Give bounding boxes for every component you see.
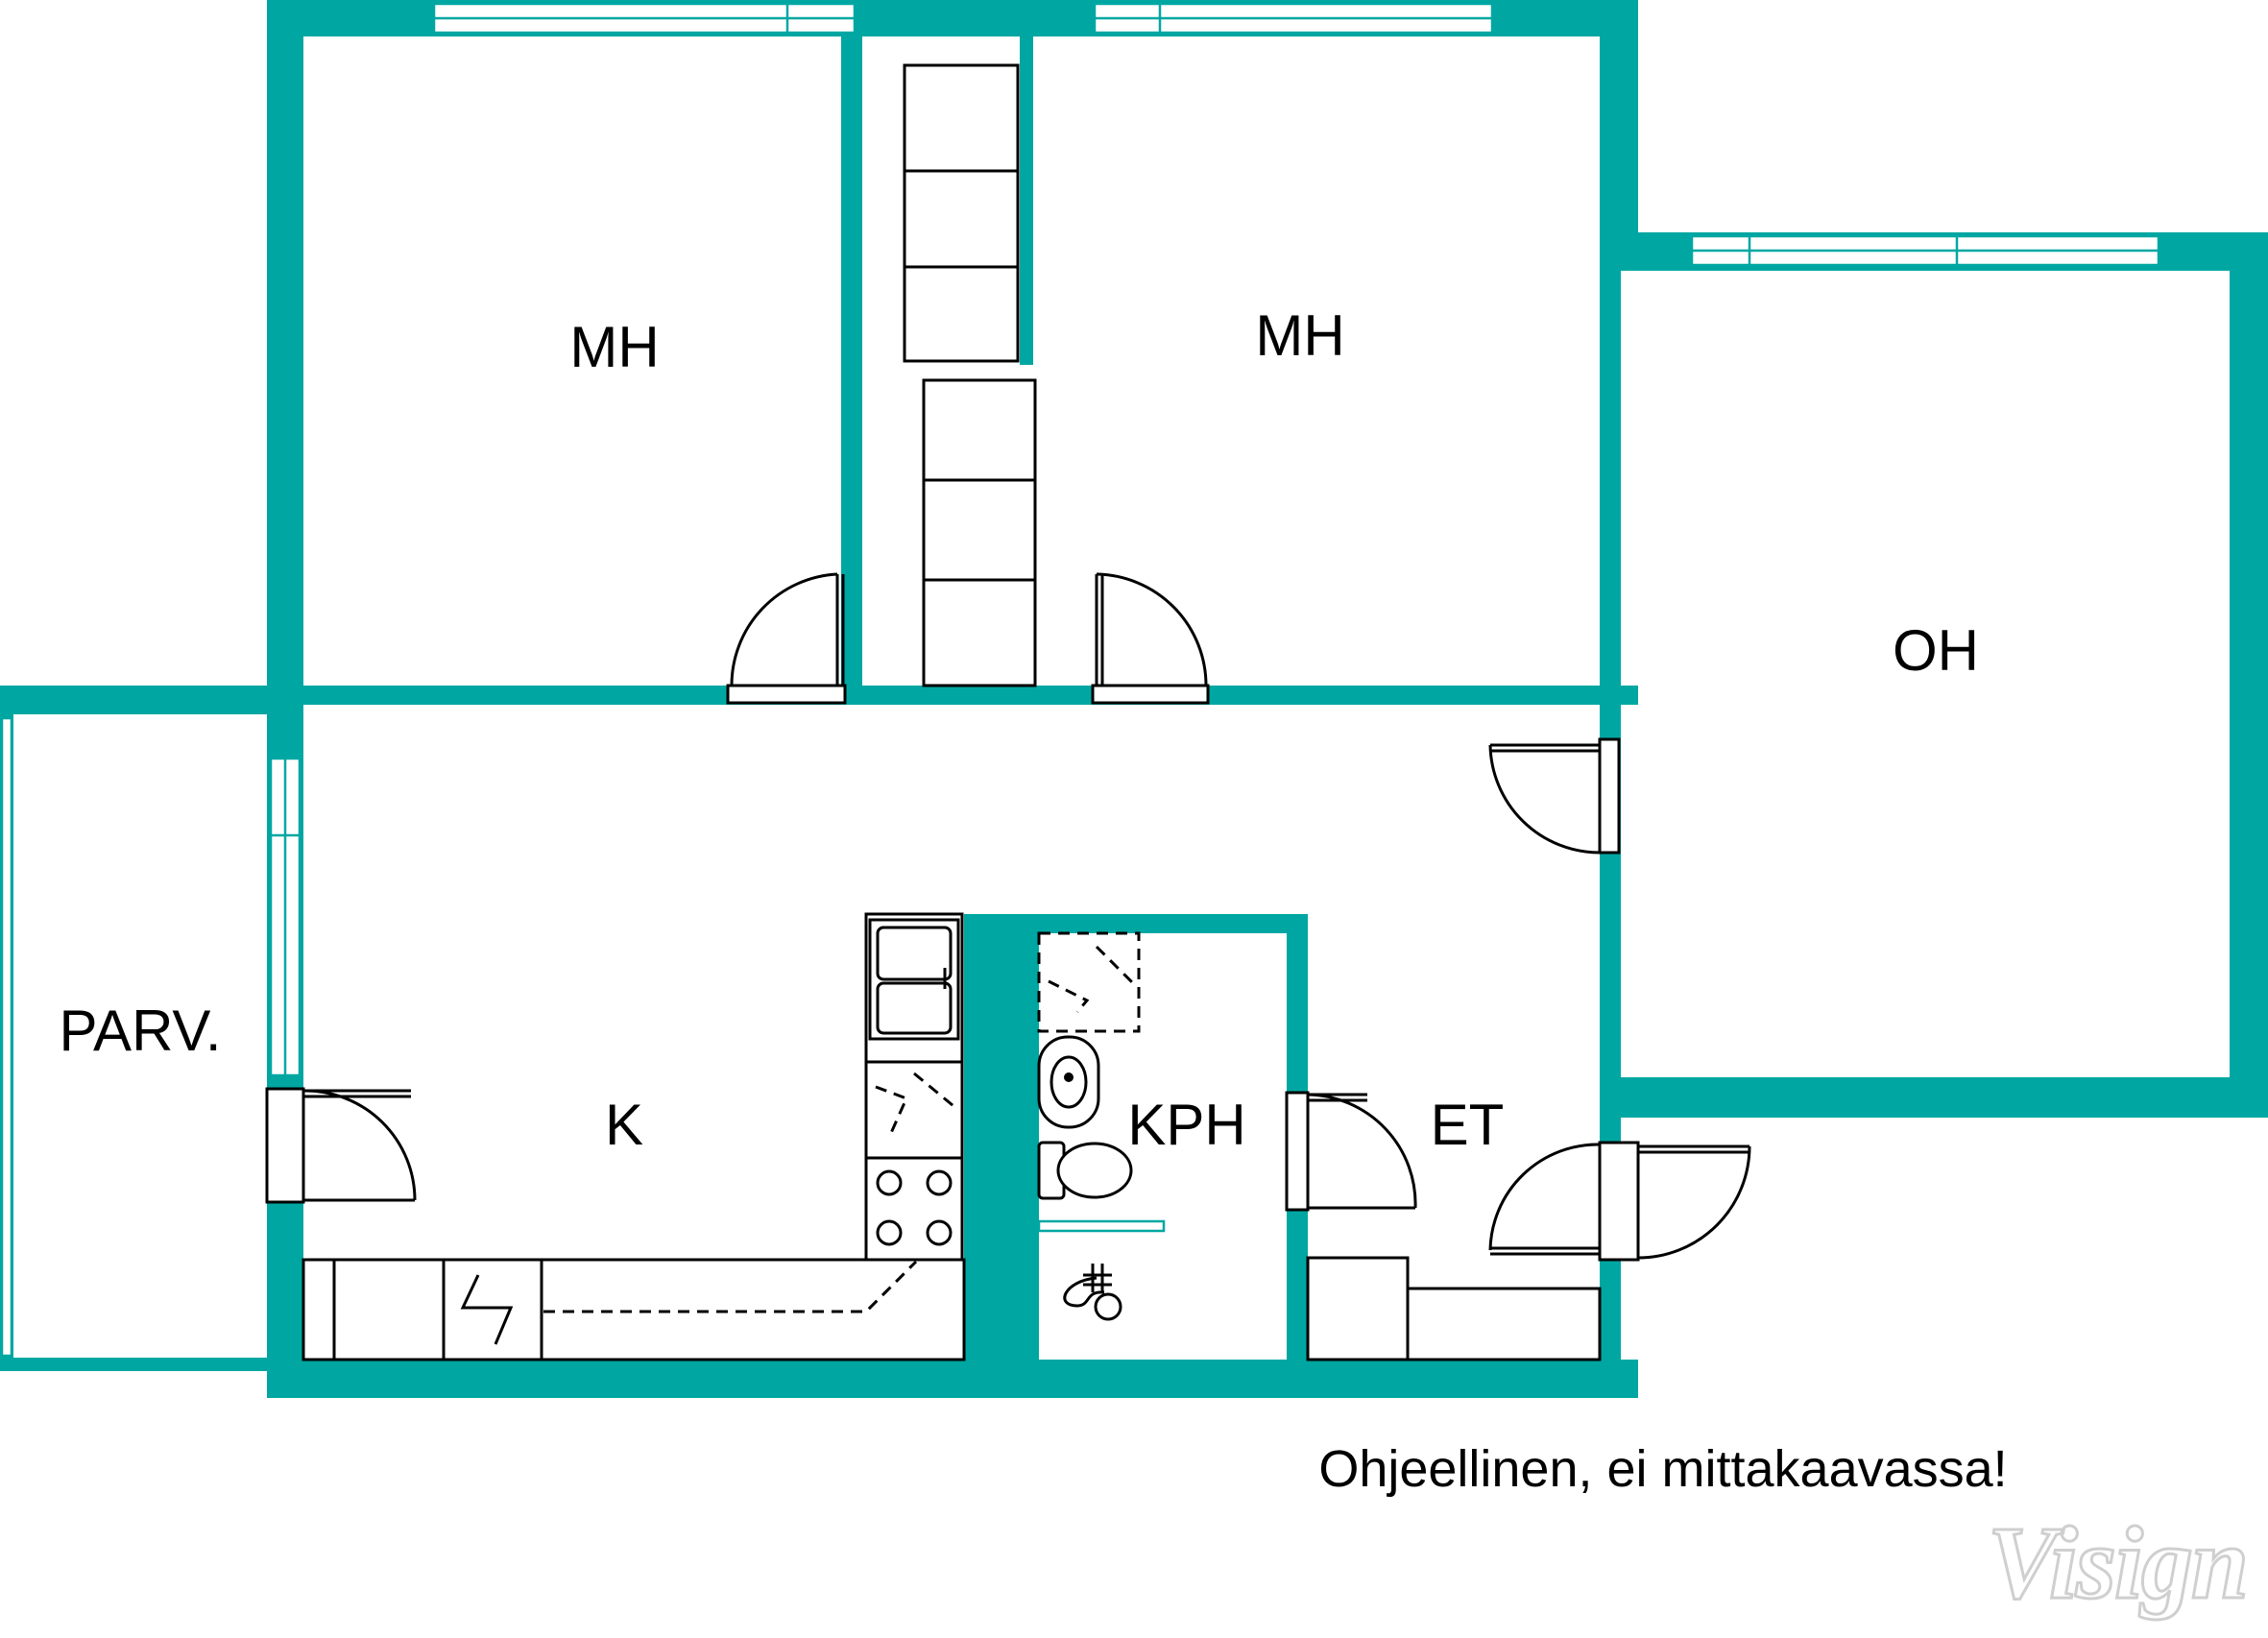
closets [903, 63, 1037, 687]
room-label-entrance: ET [1431, 1093, 1505, 1157]
wall-bath-left [964, 914, 1039, 1385]
wardrobe-bedroom-2 [922, 378, 1037, 687]
wall-bedroom-bottom [267, 686, 1638, 705]
door-balcony [265, 1087, 305, 1204]
windows [0, 2, 2160, 1358]
scale-disclaimer: Ohjeellinen, ei mittakaavassa! [1318, 1440, 2007, 1498]
burner [926, 1169, 953, 1196]
doors [265, 572, 1751, 1262]
upper-cabinet-line [543, 1260, 918, 1313]
entrance-shelf [1406, 1287, 1602, 1361]
fridge-symbol [460, 1274, 514, 1345]
door-bathroom [1285, 1091, 1310, 1212]
room-label-bathroom: KPH [1127, 1093, 1245, 1157]
door-living-room [1598, 737, 1621, 855]
door-entrance [1598, 1141, 1640, 1262]
kitchen-fixtures [302, 912, 966, 1361]
entrance-cabinet [1306, 1256, 1410, 1361]
dishwasher-symbol [875, 1072, 959, 1134]
wall-between-bedrooms [1020, 0, 1033, 365]
stove [864, 1156, 964, 1262]
toilet [1056, 1142, 1133, 1199]
washing-machine-space [1037, 931, 1141, 1033]
door-bedroom-2 [1091, 684, 1210, 705]
room-label-balcony: PARV. [59, 999, 221, 1063]
window-bathroom [1037, 1219, 1166, 1233]
kitchen-counter [302, 1258, 966, 1361]
room-label-kitchen: K [605, 1093, 643, 1157]
wall-right-bedroom-2 [1600, 0, 1638, 269]
wall-balcony-bottom [0, 1358, 303, 1371]
room-label-bedroom-2: MH [1255, 303, 1344, 368]
wall-bottom-living [1600, 1077, 2268, 1118]
shower-icon [1063, 1264, 1122, 1321]
wall-bedroom-1-stub [841, 0, 862, 691]
burner [876, 1219, 903, 1246]
room-label-bedroom-1: MH [569, 315, 659, 379]
door-bedroom-1 [726, 684, 847, 705]
room-label-living-room: OH [1893, 618, 1979, 683]
wall-right-living [2230, 232, 2268, 1118]
entrance-fixtures [1306, 1256, 1602, 1361]
wardrobe-bedroom-1 [903, 63, 1020, 363]
window-balcony [0, 716, 13, 1358]
burner [876, 1169, 903, 1196]
wall-bottom [267, 1360, 1638, 1398]
wall-bath-top [964, 914, 1308, 933]
wall-balcony-top [0, 686, 303, 714]
bathroom-fixtures [1037, 931, 1141, 1321]
visign-logo: Visign [1988, 1506, 2247, 1621]
burner [926, 1219, 953, 1246]
